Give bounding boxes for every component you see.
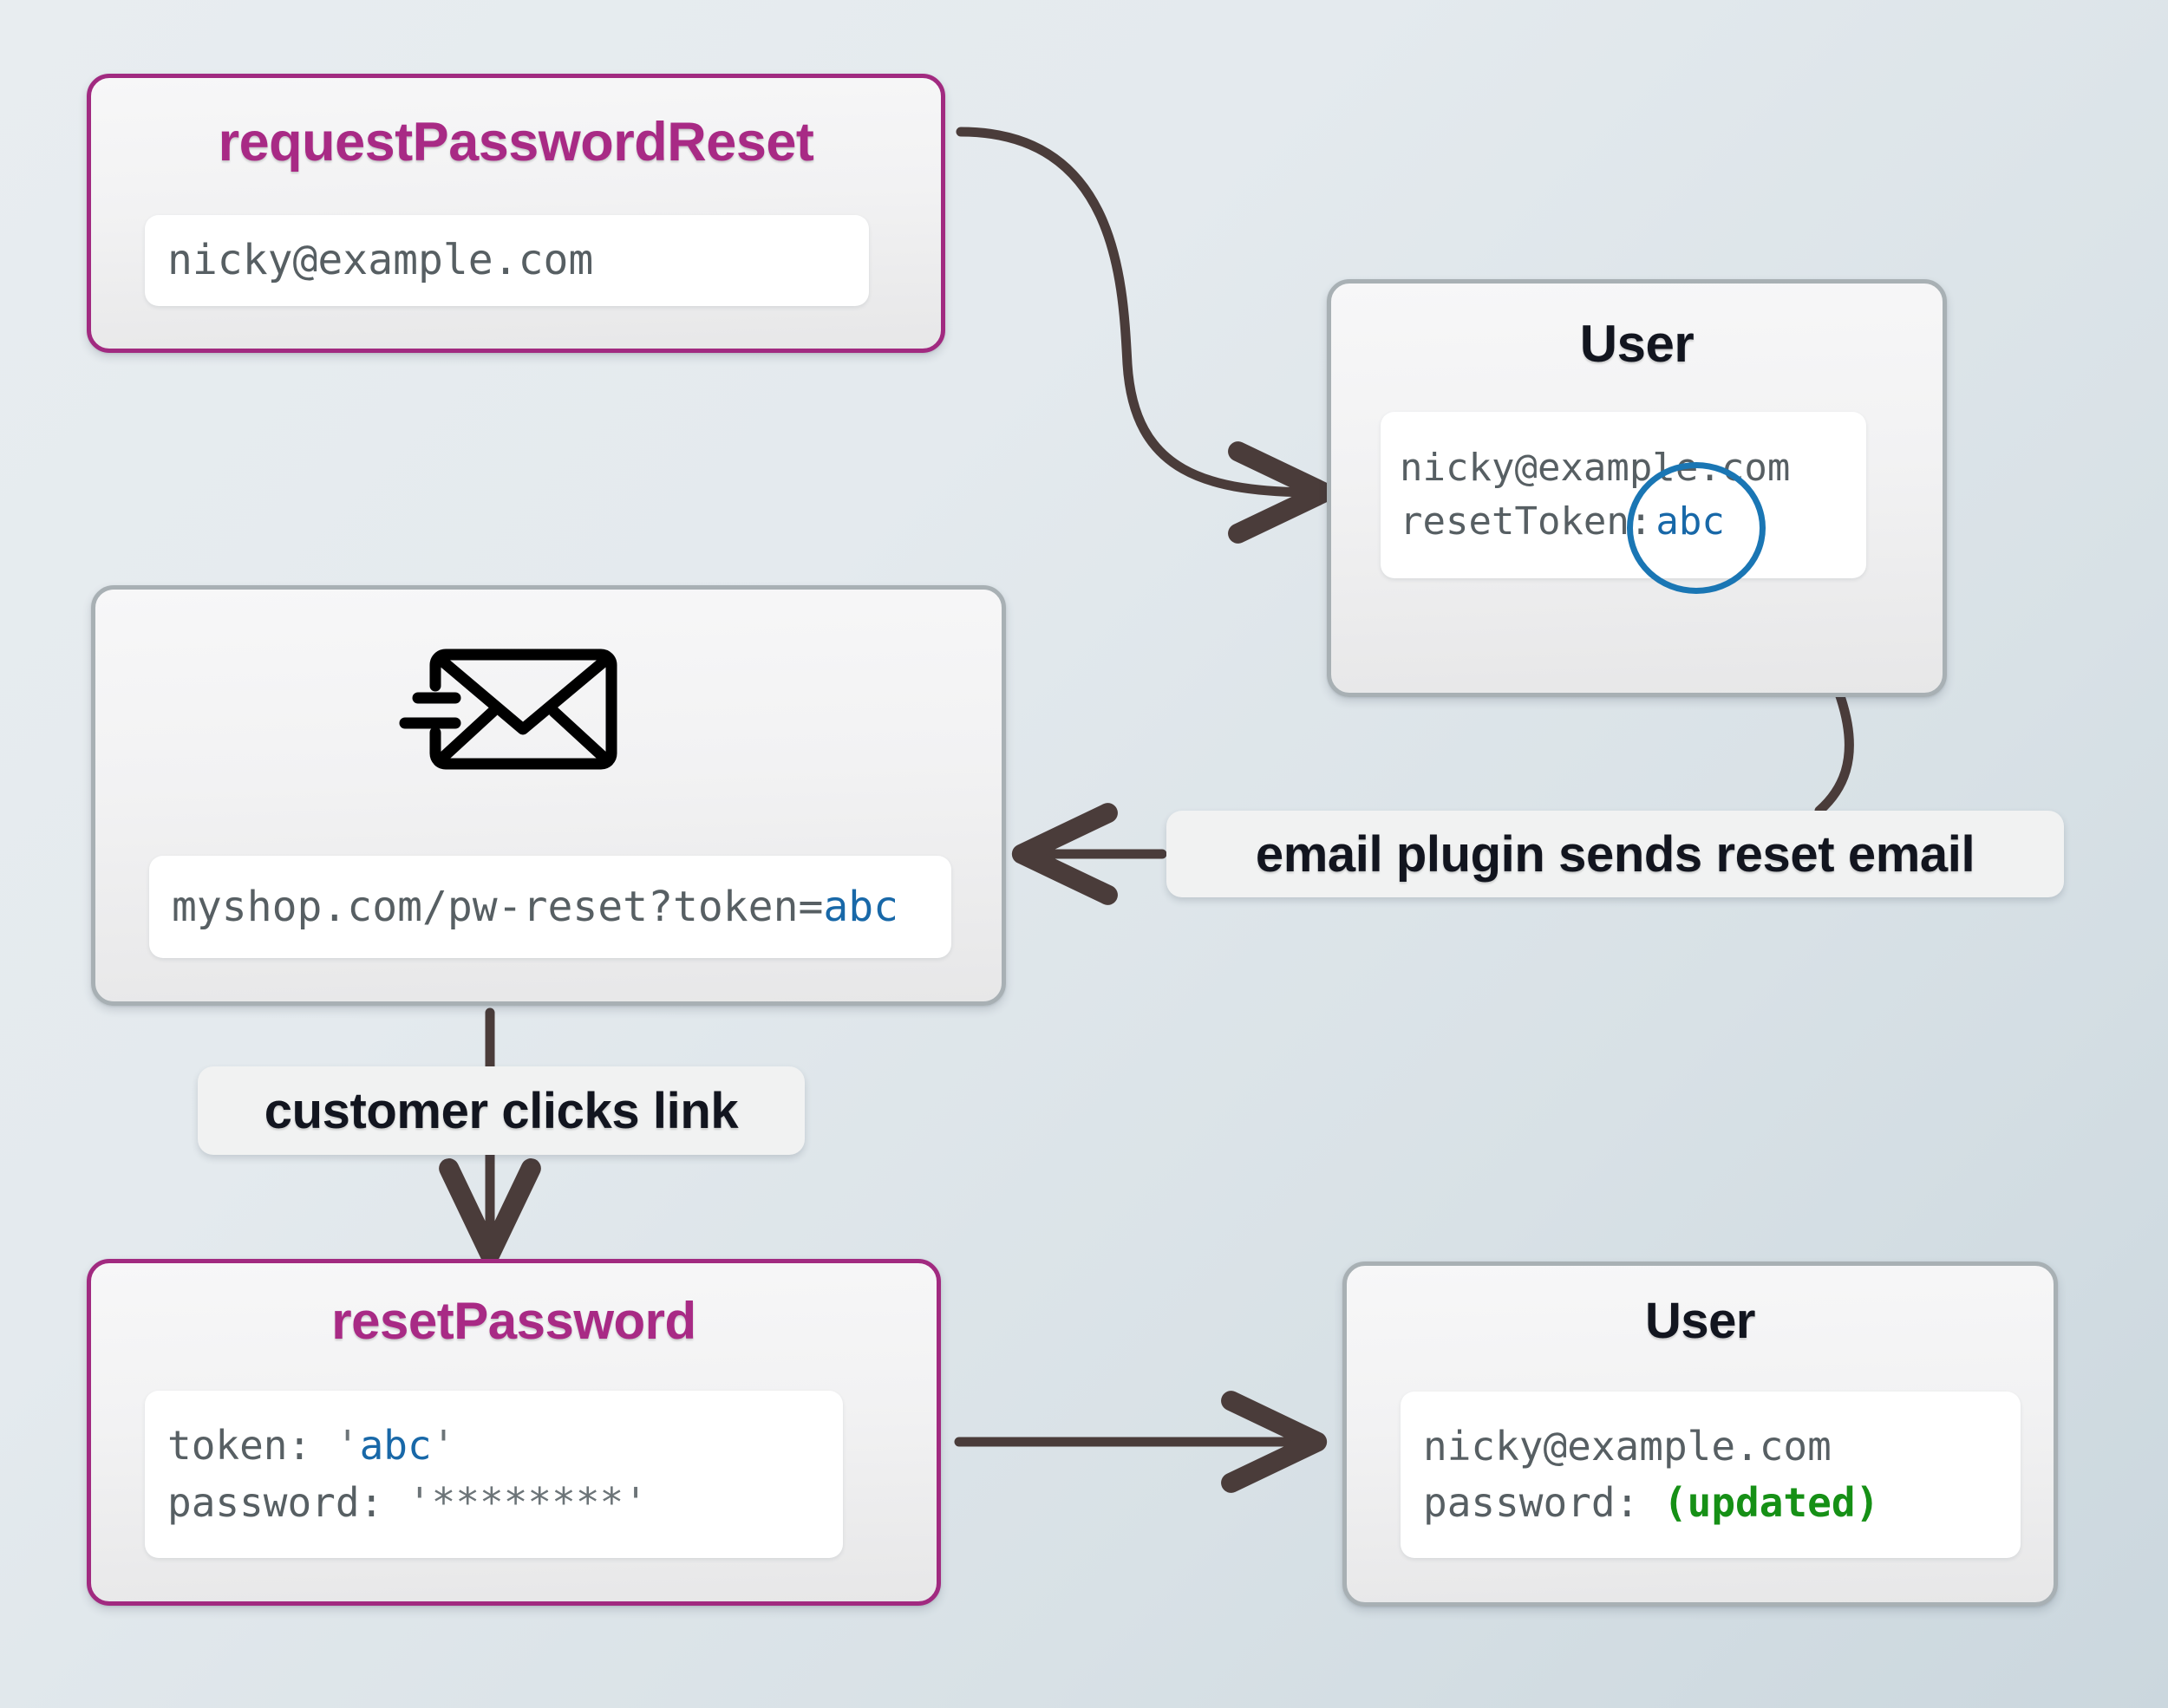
field-email: nicky@example.com: [167, 236, 594, 285]
field-panel: nicky@example.com: [145, 215, 869, 306]
node-title: resetPassword: [331, 1292, 696, 1350]
node-reset-password[interactable]: resetPassword token: 'abc' password: '**…: [87, 1259, 941, 1606]
field-reset-token: resetToken:abc: [1400, 461, 1847, 596]
quote-close: ': [624, 1478, 648, 1526]
reset-token-value-highlight: abc: [1626, 461, 1766, 596]
quote-open: ': [335, 1422, 360, 1470]
edge-label-customer-clicks: customer clicks link: [198, 1066, 805, 1155]
reset-link-token: abc: [823, 882, 899, 931]
reset-link-prefix: myshop.com/pw-reset?token=: [172, 882, 824, 931]
field-reset-link: myshop.com/pw-reset?token=abc: [172, 877, 929, 936]
node-request-password-reset[interactable]: requestPasswordReset nicky@example.com: [87, 74, 945, 353]
envelope-send-icon: [382, 631, 624, 787]
field-panel: token: 'abc' password: '********': [145, 1391, 843, 1558]
field-panel: nicky@example.com resetToken:abc: [1381, 412, 1866, 596]
field-panel: myshop.com/pw-reset?token=abc: [149, 856, 951, 958]
node-user-with-token[interactable]: User nicky@example.com resetToken:abc: [1327, 279, 1947, 697]
field-email: nicky@example.com: [1400, 445, 1791, 490]
field-reset-token-label: resetToken:: [1400, 499, 1653, 544]
field-password: password: '********': [167, 1475, 820, 1531]
field-token: token: 'abc': [167, 1418, 820, 1474]
field-token-value: abc: [359, 1422, 432, 1470]
field-password-label: password:: [167, 1478, 384, 1526]
field-password-value: (updated): [1662, 1479, 1880, 1526]
field-password: password: (updated): [1423, 1475, 1998, 1531]
edge-request-to-user: [956, 127, 1335, 544]
field-email: nicky@example.com: [1423, 1422, 1832, 1470]
node-title: requestPasswordReset: [218, 112, 814, 173]
field-token-label: token:: [167, 1422, 312, 1470]
node-reset-email[interactable]: myshop.com/pw-reset?token=abc: [91, 585, 1006, 1006]
quote-open: ': [407, 1478, 432, 1526]
edge-label-email-plugin: email plugin sends reset email: [1166, 811, 2064, 897]
quote-close: ': [431, 1422, 456, 1470]
field-password-value: ********: [431, 1478, 624, 1526]
field-panel: nicky@example.com password: (updated): [1401, 1392, 2021, 1558]
node-title: User: [1645, 1293, 1755, 1349]
node-title: User: [1579, 315, 1695, 373]
node-user-updated[interactable]: User nicky@example.com password: (update…: [1342, 1261, 2058, 1607]
field-password-label: password:: [1423, 1479, 1640, 1526]
